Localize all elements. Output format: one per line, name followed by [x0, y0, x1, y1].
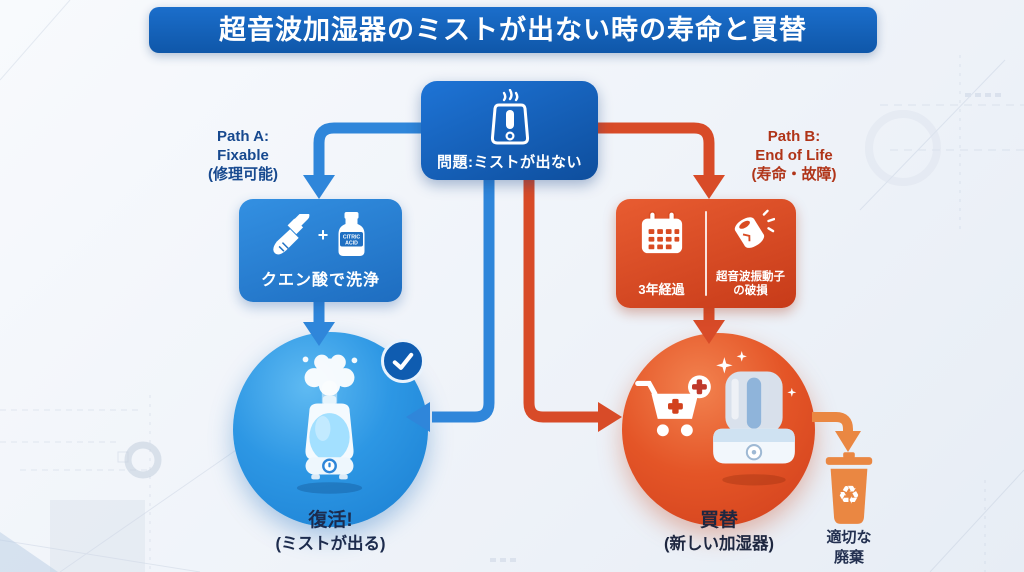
brush-icon	[273, 214, 310, 255]
bottle-text-line2: ACID	[345, 240, 358, 246]
broken-transducer-icon	[734, 209, 775, 248]
disposal-label-line1: 適切な	[826, 529, 872, 546]
page-title: 超音波加湿器のミストが出ない時の寿命と買替	[149, 7, 877, 53]
check-badge-icon	[381, 339, 425, 383]
path-a-heading-line3: (修理可能)	[208, 166, 278, 183]
cause-damage-label: 超音波振動子 の破損	[716, 270, 785, 298]
misting-humidifier-icon	[296, 354, 363, 494]
path-b-heading-line2: End of Life	[755, 147, 833, 164]
path-b-heading: Path B: End of Life (寿命・故障)	[716, 127, 872, 184]
humidifier-icon	[490, 89, 529, 145]
new-humidifier-icon	[713, 351, 797, 486]
path-a-heading: Path A: Fixable (修理可能)	[165, 127, 321, 184]
path-b-heading-line3: (寿命・故障)	[751, 166, 837, 183]
plus-sign: +	[317, 224, 329, 245]
citric-clean-box: + CITRIC ACID クエン酸で洗浄	[239, 199, 402, 302]
recycle-symbol: ♻	[838, 482, 861, 510]
problem-box: 問題:ミストが出ない	[421, 81, 598, 180]
fixed-outcome-subtitle: (ミストが出る)	[275, 535, 386, 553]
sparkle-icon	[716, 351, 797, 397]
fixed-outcome-title: 復活!	[308, 510, 353, 531]
cause-age-column: 3年経過	[622, 209, 701, 298]
cause-damage-label-line2: の破損	[733, 285, 768, 297]
cart-plus-icon	[635, 375, 711, 437]
problem-label: 問題:ミストが出ない	[437, 154, 582, 171]
clean-box-label: クエン酸で洗浄	[260, 272, 380, 289]
path-a-heading-line1: Path A:	[217, 128, 269, 145]
replace-outcome-subtitle: (新しい加湿器)	[664, 535, 774, 553]
replace-outcome-title: 買替	[699, 510, 738, 531]
cause-divider	[705, 211, 707, 296]
replace-outcome-circle	[622, 333, 815, 526]
bottle-text-line1: CITRIC	[343, 235, 361, 241]
cause-damage-label-line1: 超音波振動子	[716, 271, 785, 283]
end-of-life-cause-box: 3年経過 超音波振動子 の破損	[616, 199, 796, 308]
citric-acid-bottle-icon: CITRIC ACID	[338, 212, 365, 256]
disposal-label: 適切な 廃棄	[796, 528, 902, 568]
recycle-trash-icon: ♻	[820, 452, 878, 533]
fixed-outcome-circle	[233, 332, 428, 527]
cause-age-label: 3年経過	[638, 282, 685, 297]
path-b-heading-line1: Path B:	[767, 128, 821, 145]
replace-outcome-label: 買替 (新しい加湿器)	[608, 509, 830, 555]
path-a-heading-line2: Fixable	[217, 147, 269, 164]
disposal-label-line2: 廃棄	[833, 549, 864, 566]
cause-damage-column: 超音波振動子 の破損	[711, 209, 790, 298]
fixed-outcome-label: 復活! (ミストが出る)	[218, 509, 443, 555]
calendar-icon	[641, 211, 682, 254]
